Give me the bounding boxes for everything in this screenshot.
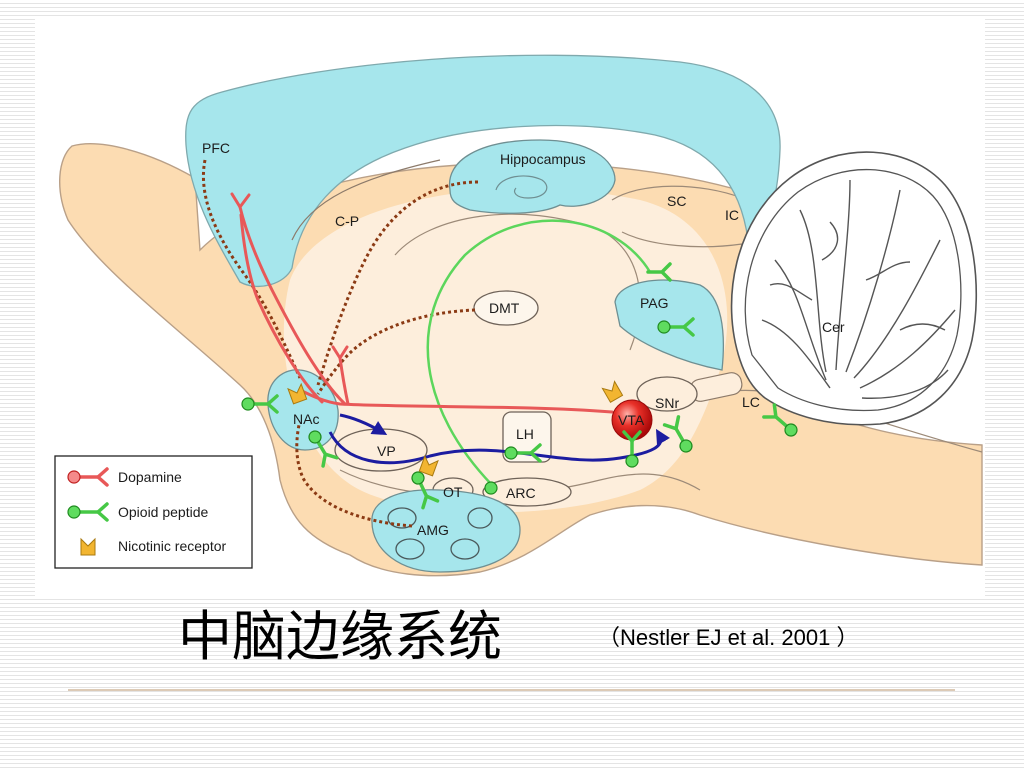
label-snr: SNr bbox=[655, 395, 679, 411]
cortex-region bbox=[185, 54, 781, 288]
amg-region bbox=[371, 489, 521, 573]
corpus-callosum-outline bbox=[291, 159, 441, 241]
nac-to-vp-arrow bbox=[339, 413, 388, 436]
label-vp: VP bbox=[377, 443, 396, 459]
label-ot: OT bbox=[443, 484, 463, 500]
label-nac: NAc bbox=[293, 411, 319, 427]
pag-opioid-terminal-icon bbox=[646, 262, 672, 282]
amg-to-nac-projection bbox=[295, 424, 413, 528]
vta-to-pfc-projection-2 bbox=[239, 213, 324, 404]
dmt-to-nac-projection bbox=[316, 308, 476, 395]
label-sc: SC bbox=[667, 193, 686, 209]
cp-dopamine-terminal-icon bbox=[331, 345, 349, 360]
label-lc: LC bbox=[742, 394, 760, 410]
slide-citation: （Nestler EJ et al. 2001 ） bbox=[598, 625, 859, 650]
slide-title: 中脑边缘系统 bbox=[178, 605, 502, 668]
label-lh: LH bbox=[516, 426, 534, 442]
arc-to-pag-projection bbox=[426, 219, 652, 486]
label-pag: PAG bbox=[640, 295, 669, 311]
label-dmt: DMT bbox=[489, 300, 520, 316]
legend-label-opioid: Opioid peptide bbox=[118, 504, 209, 520]
arc-region bbox=[482, 477, 572, 507]
arc-opioid-neuron-icon bbox=[484, 481, 498, 495]
snr-region bbox=[636, 376, 698, 412]
vta-to-pfc-projection bbox=[238, 205, 347, 406]
dmt-region bbox=[473, 290, 539, 326]
cerebellum-inner-outline bbox=[744, 168, 962, 412]
label-hippocampus: Hippocampus bbox=[500, 151, 586, 167]
legend-label-nicotinic: Nicotinic receptor bbox=[118, 538, 226, 554]
dopamine-receptor-icon bbox=[67, 467, 109, 487]
pfc-dopamine-terminal-icon bbox=[230, 192, 251, 209]
hippocampus-to-nac-projection bbox=[316, 180, 479, 386]
legend: Dopamine Opioid peptide Nicotinic recept… bbox=[54, 455, 253, 569]
label-ic: IC bbox=[725, 207, 739, 223]
opioid-peptide-receptor-icon bbox=[67, 502, 109, 522]
label-cer: Cer bbox=[822, 319, 845, 335]
label-arc: ARC bbox=[506, 485, 536, 501]
cerebellum-region bbox=[730, 151, 978, 426]
vta-to-cp-projection bbox=[338, 356, 350, 406]
cerebellum-folia bbox=[761, 179, 956, 399]
amg-nuclei bbox=[387, 507, 493, 560]
label-cp: C-P bbox=[335, 213, 359, 229]
hippocampus-fold bbox=[495, 175, 548, 199]
label-amg: AMG bbox=[417, 522, 449, 538]
dotted-projections bbox=[201, 159, 479, 528]
dopamine-projections bbox=[230, 192, 614, 414]
label-pfc: PFC bbox=[202, 140, 230, 156]
nac-to-vta-arrow bbox=[328, 428, 671, 465]
footer-divider bbox=[68, 689, 955, 691]
label-vta: VTA bbox=[618, 412, 645, 428]
legend-label-dopamine: Dopamine bbox=[118, 469, 182, 485]
pfc-to-nac-projection bbox=[201, 159, 302, 379]
